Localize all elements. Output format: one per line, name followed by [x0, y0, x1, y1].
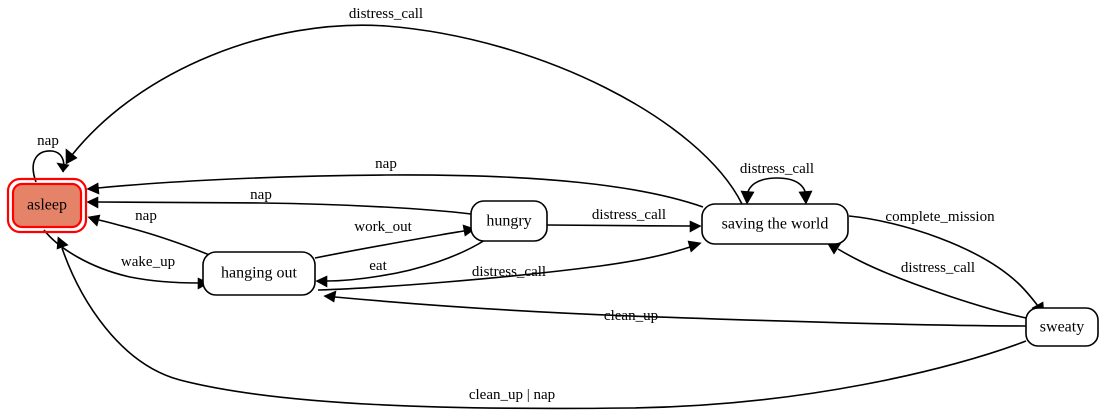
arrowhead: [462, 224, 476, 237]
edge-saving-saving-distress_call[interactable]: distress_call: [740, 161, 814, 205]
edge-label: work_out: [354, 219, 412, 235]
edge-saving-asleep-distress_call[interactable]: distress_call: [65, 6, 743, 205]
edge-label: clean_up: [604, 308, 658, 324]
edge-label: nap: [375, 156, 397, 172]
node-label: saving the world: [722, 216, 829, 233]
edge-path: [334, 296, 1027, 327]
arrowhead: [86, 182, 100, 195]
edge-path: [848, 215, 1039, 307]
edge-label: clean_up | nap: [469, 387, 555, 403]
node-label: sweaty: [1040, 319, 1084, 336]
edge-label: nap: [250, 187, 272, 203]
edge-hungry-saving-distress_call[interactable]: distress_call: [546, 207, 702, 233]
edge-path: [32, 150, 65, 183]
edge-label: distress_call: [901, 260, 975, 276]
edge-label: nap: [135, 208, 157, 224]
edge-hangingout-saving-distress_call[interactable]: distress_call: [317, 240, 702, 291]
arrowhead: [689, 220, 702, 233]
node-label: hanging out: [221, 265, 298, 282]
arrowhead: [87, 214, 101, 227]
node-sweaty[interactable]: sweaty: [1025, 307, 1099, 347]
arrowhead: [323, 290, 337, 303]
node-shape: [1025, 307, 1099, 347]
edge-asleep-hangingout-wake_up[interactable]: wake_up: [43, 229, 210, 290]
arrowhead: [65, 148, 78, 165]
arrowhead: [687, 240, 702, 253]
edge-path: [97, 201, 472, 215]
edges-layer: nap distress_call nap nap: [32, 6, 1045, 410]
edge-hangingout-asleep-nap[interactable]: nap: [87, 208, 213, 257]
arrowhead: [56, 162, 70, 173]
edge-path: [317, 246, 691, 291]
edge-label: distress_call: [349, 6, 423, 22]
arrowhead: [56, 236, 69, 250]
edge-path: [314, 230, 465, 259]
node-saving-the-world[interactable]: saving the world: [701, 203, 849, 245]
edge-path: [546, 224, 691, 227]
edge-path: [746, 177, 807, 203]
node-shape: [470, 200, 548, 242]
edge-path: [326, 239, 486, 282]
node-hanging-out[interactable]: hanging out: [202, 251, 316, 296]
edge-path: [61, 247, 1027, 410]
node-outer-border: [6, 177, 88, 234]
edge-hangingout-hungry-work_out[interactable]: work_out: [314, 219, 476, 259]
edge-label: wake_up: [121, 254, 175, 270]
edge-hungry-hangingout-eat[interactable]: eat: [315, 239, 486, 288]
edge-sweaty-saving-distress_call[interactable]: distress_call: [827, 242, 1027, 319]
edge-label: distress_call: [740, 161, 814, 177]
edge-path: [837, 248, 1027, 319]
arrowhead: [740, 190, 755, 205]
arrowhead: [798, 190, 813, 205]
edge-label: complete_mission: [885, 209, 995, 225]
edge-asleep-asleep-nap[interactable]: nap: [32, 133, 70, 183]
node-shape: [202, 251, 316, 296]
edge-label: nap: [37, 133, 59, 149]
edge-path: [97, 174, 704, 208]
edge-label: distress_call: [472, 264, 546, 280]
node-shape: [701, 203, 849, 245]
node-inner-shape: [11, 182, 83, 229]
node-label: asleep: [27, 197, 67, 214]
arrowhead: [315, 275, 328, 288]
edge-sweaty-asleep-cleanup-nap[interactable]: clean_up | nap: [56, 236, 1027, 410]
edge-path: [71, 24, 743, 205]
edge-sweaty-hangingout-clean_up[interactable]: clean_up: [323, 290, 1027, 327]
nodes-layer: asleep hanging out hungry saving the wor…: [6, 177, 1099, 347]
edge-label: distress_call: [592, 207, 666, 223]
node-hungry[interactable]: hungry: [470, 200, 548, 242]
edge-saving-sweaty-complete_mission[interactable]: complete_mission: [848, 209, 1045, 316]
arrowhead: [86, 196, 99, 209]
edge-path: [98, 219, 213, 257]
edge-label: eat: [369, 258, 387, 274]
node-asleep[interactable]: asleep: [6, 177, 88, 234]
node-label: hungry: [486, 213, 531, 230]
edge-saving-asleep-nap[interactable]: nap: [86, 156, 704, 208]
edge-hungry-asleep-nap[interactable]: nap: [86, 187, 472, 215]
